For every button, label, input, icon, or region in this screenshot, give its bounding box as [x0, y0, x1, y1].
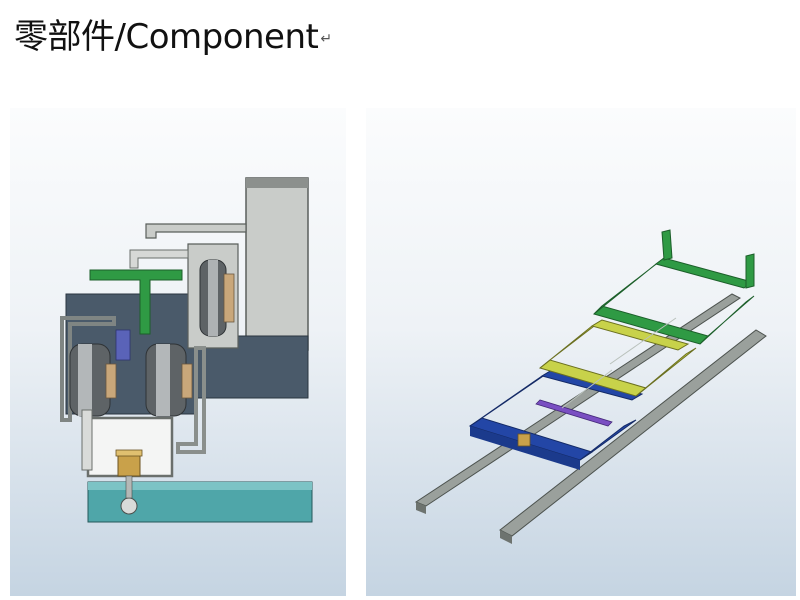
- green-bracket: [89, 269, 183, 335]
- paragraph-mark-icon: ↵: [320, 30, 332, 47]
- lower-frame-left-wall: [81, 409, 93, 471]
- gray-rail-left: [414, 293, 741, 514]
- silver-bracket-left: [60, 316, 116, 422]
- rail-guide-line-1: [609, 317, 677, 365]
- rail-guide-line-2: [561, 369, 613, 409]
- gray-bracket-top: [145, 223, 247, 239]
- yellow-cylinder: [117, 453, 141, 477]
- blue-bolt-block: [115, 329, 131, 361]
- figure-ladder-frame-3d: [366, 108, 796, 596]
- gray-column: [245, 177, 309, 351]
- figure-rail-wheel-cross-section: [10, 108, 346, 596]
- green-tab-right: [745, 253, 755, 289]
- ladder-frame-drawing: [414, 229, 767, 544]
- yellow-frame: [538, 319, 697, 397]
- silver-bracket-mid: [129, 249, 189, 269]
- wheel-lower-left: [69, 343, 117, 417]
- connector-pin: [120, 497, 138, 515]
- green-tab-left: [661, 229, 673, 261]
- purple-crossbar: [535, 399, 613, 427]
- wheel-upper-right: [199, 259, 235, 337]
- gray-rail-right: [499, 329, 767, 544]
- page-title-text: 零部件/Component: [14, 17, 319, 57]
- blue-frame: [468, 369, 644, 470]
- gray-column-cap: [246, 178, 308, 188]
- silver-bracket-right: [176, 346, 206, 454]
- cross-section-drawing: [60, 177, 313, 523]
- green-frame: [593, 229, 755, 345]
- page-title: 零部件/Component↵: [14, 14, 332, 62]
- wheel-lower-right: [145, 343, 193, 417]
- teal-rail-top: [88, 482, 312, 490]
- yellow-mount-block: [517, 433, 531, 447]
